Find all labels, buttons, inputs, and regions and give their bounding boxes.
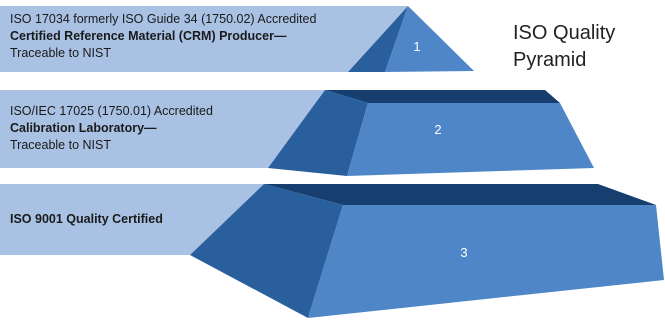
tier-2-label: ISO/IEC 17025 (1750.01) Accredited Calib…: [10, 103, 213, 154]
tier-3-label: ISO 9001 Quality Certified: [10, 211, 163, 228]
tier-2-label-panel: [0, 90, 325, 168]
diagram-title: ISO Quality Pyramid: [513, 20, 615, 74]
tier-3-number: 3: [460, 245, 467, 260]
tier-2-label-line1: ISO/IEC 17025 (1750.01) Accredited: [10, 104, 213, 118]
diagram-title-line1: ISO Quality: [513, 22, 616, 44]
tier-2-label-line2: Calibration Laboratory—: [10, 121, 157, 135]
tier-2-left-face: [268, 90, 368, 176]
tier-1-label-line1: ISO 17034 formerly ISO Guide 34 (1750.02…: [10, 12, 317, 26]
tier-3-left-face: [190, 184, 343, 318]
tier-1-label-line3: Traceable to NIST: [10, 46, 111, 60]
tier-2-front-face: [347, 103, 594, 176]
tier-1-front-face: [385, 6, 474, 72]
tier-1-label-line2: Certified Reference Material (CRM) Produ…: [10, 29, 287, 43]
tier-1-label-panel: [0, 6, 408, 72]
tier-1-label: ISO 17034 formerly ISO Guide 34 (1750.02…: [10, 11, 316, 62]
tier-1-number: 1: [413, 39, 420, 54]
tier-2-top-face: [325, 90, 560, 103]
tier-3-top-face: [264, 184, 656, 205]
tier-1-left-face: [348, 6, 408, 72]
tier-3-label-line1: ISO 9001 Quality Certified: [10, 212, 163, 226]
tier-3-label-panel: [0, 184, 264, 255]
tier-2-label-line3: Traceable to NIST: [10, 138, 111, 152]
tier-3-front-face: [308, 205, 664, 318]
diagram-title-line2: Pyramid: [513, 49, 587, 71]
tier-2-number: 2: [434, 122, 441, 137]
